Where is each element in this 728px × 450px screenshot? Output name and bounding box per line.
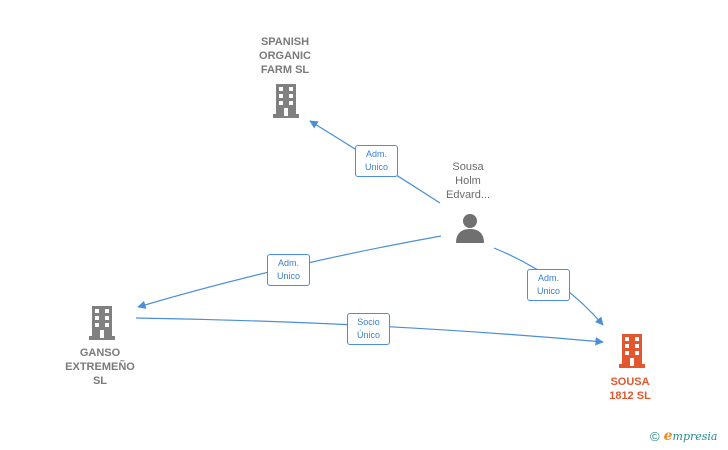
logo-initial: e bbox=[663, 428, 673, 444]
building-icon[interactable] bbox=[616, 334, 648, 368]
logo-text: mpresia bbox=[672, 430, 718, 443]
building-icon[interactable] bbox=[270, 84, 302, 118]
node-label-spanish-organic-farm: SPANISH ORGANIC FARM SL bbox=[259, 36, 311, 76]
building-icon[interactable] bbox=[86, 306, 118, 340]
node-label-person: Sousa Holm Edvard... bbox=[445, 161, 491, 201]
edge-label-ganso-sousa: Socio Único bbox=[347, 313, 390, 345]
person-icon[interactable] bbox=[455, 213, 485, 243]
node-label-ganso-extremeno: GANSO EXTREMEÑO SL bbox=[65, 347, 135, 387]
empresia-logo[interactable]: empresia bbox=[664, 428, 718, 444]
brand-watermark: © empresia bbox=[650, 428, 717, 444]
copyright-symbol: © bbox=[650, 428, 660, 444]
node-label-sousa-1812: SOUSA 1812 SL bbox=[609, 376, 651, 402]
edge-label-person-spanish: Adm. Unico bbox=[355, 145, 398, 177]
edge-label-person-ganso: Adm. Unico bbox=[267, 254, 310, 286]
edge-label-person-sousa: Adm. Unico bbox=[527, 269, 570, 301]
